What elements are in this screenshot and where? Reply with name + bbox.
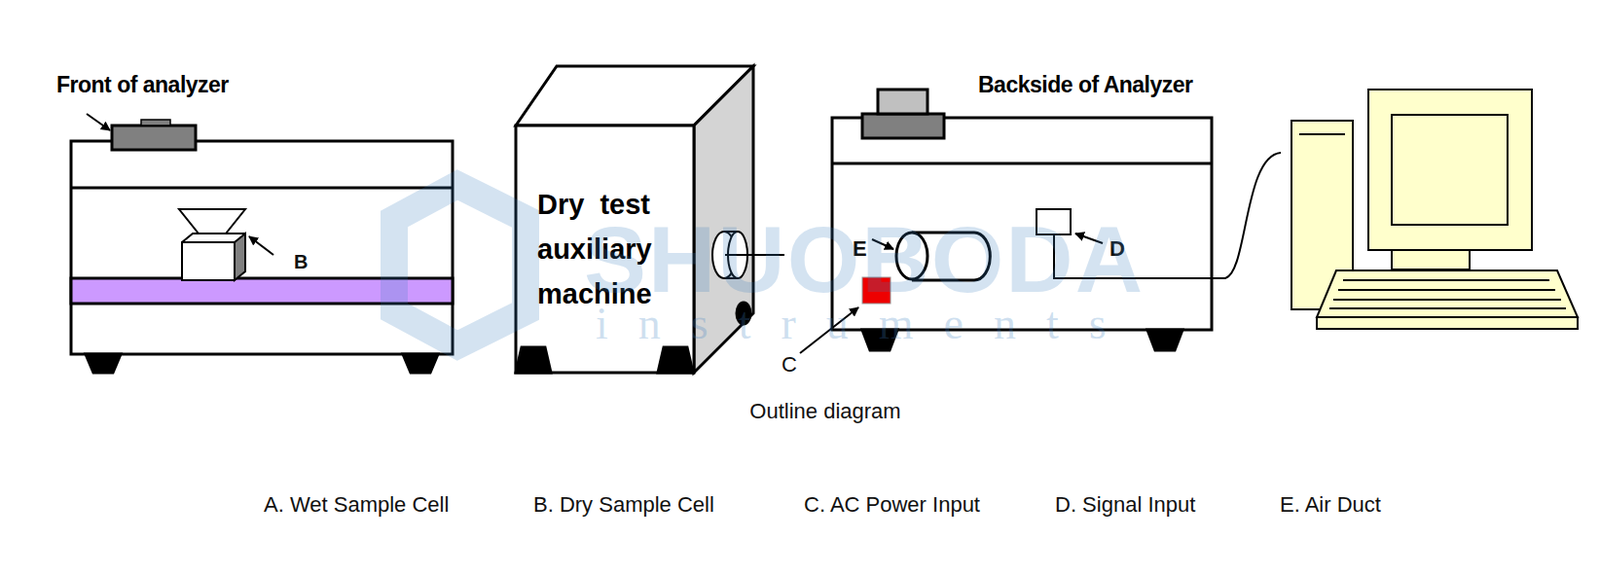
part-name: D. Signal Input	[1054, 492, 1196, 518]
caption: Outline diagram	[749, 399, 901, 425]
node-heading: Front of analyzer	[56, 72, 229, 99]
watermark: instruments	[595, 297, 1137, 350]
computer	[1291, 89, 1578, 329]
part-name: B. Dry Sample Cell	[533, 492, 715, 518]
analyzer-front: Front of analyzer	[56, 68, 456, 361]
part-name: E. Air Duct	[1279, 492, 1382, 518]
part-name: A. Wet Sample Cell	[263, 492, 449, 518]
watermark-logo	[394, 184, 526, 346]
part-name: C. AC Power Input	[803, 492, 981, 518]
callout-letter: B	[293, 251, 308, 274]
node-heading: Backside of Analyzer	[978, 72, 1194, 99]
watermark: SHUOBODA	[583, 206, 1145, 314]
callout-letter: C	[781, 352, 798, 378]
